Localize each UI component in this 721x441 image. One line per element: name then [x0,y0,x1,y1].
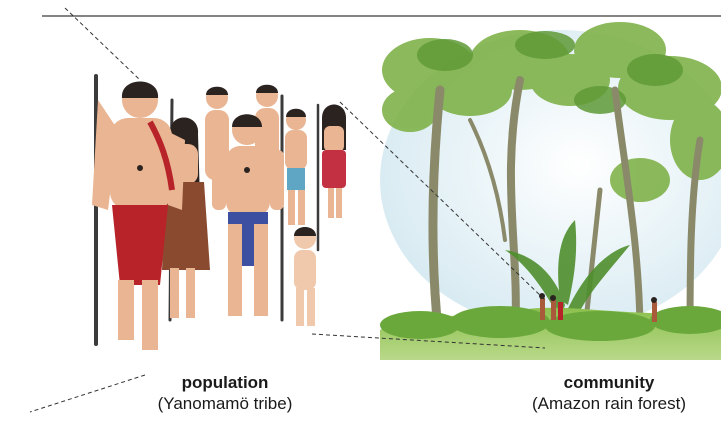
community-caption: community (Amazon rain forest) [500,372,718,414]
community-example: (Amazon rain forest) [500,393,718,414]
leader-line-top [65,8,140,80]
population-term: population [120,372,330,393]
tribe-people-illustration [92,76,346,350]
community-term: community [500,372,718,393]
population-caption: population (Yanomamö tribe) [120,372,330,414]
rain-forest-illustration [380,22,721,360]
population-example: (Yanomamö tribe) [120,393,330,414]
